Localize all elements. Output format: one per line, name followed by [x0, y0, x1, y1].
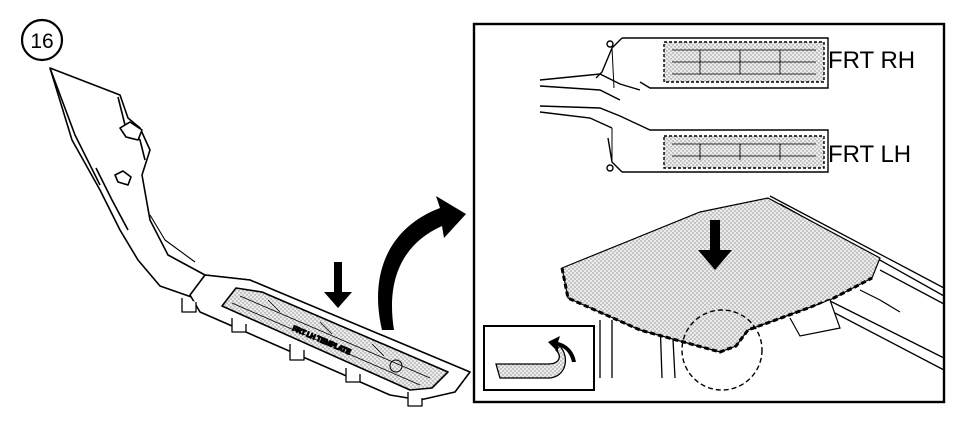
pillar-trim	[49, 67, 251, 301]
detail-callout-circle	[681, 309, 763, 391]
template-sheet-edge	[560, 267, 873, 354]
template-strip-lh	[663, 135, 825, 169]
template-marker	[389, 359, 403, 373]
label-frt-rh: FRT RH	[828, 47, 915, 74]
down-arrow-icon	[324, 262, 352, 308]
circled-number-icon	[20, 18, 64, 62]
curved-arrow-icon	[378, 196, 466, 330]
template-area	[221, 287, 449, 391]
step-number: 16	[30, 30, 53, 53]
peel-arrow-icon	[548, 336, 576, 362]
down-arrow-icon	[698, 220, 732, 270]
template-frt-lh	[539, 105, 829, 173]
label-frt-lh: FRT LH	[828, 141, 911, 168]
sill-clips	[181, 298, 423, 407]
step-number-badge: 16	[20, 18, 64, 62]
peel-detail-frame	[483, 325, 595, 391]
template-frt-rh	[539, 37, 829, 101]
pillar-clip	[119, 121, 143, 141]
trim-panel-illustration: FRT LH TEMPLATE	[49, 67, 471, 407]
